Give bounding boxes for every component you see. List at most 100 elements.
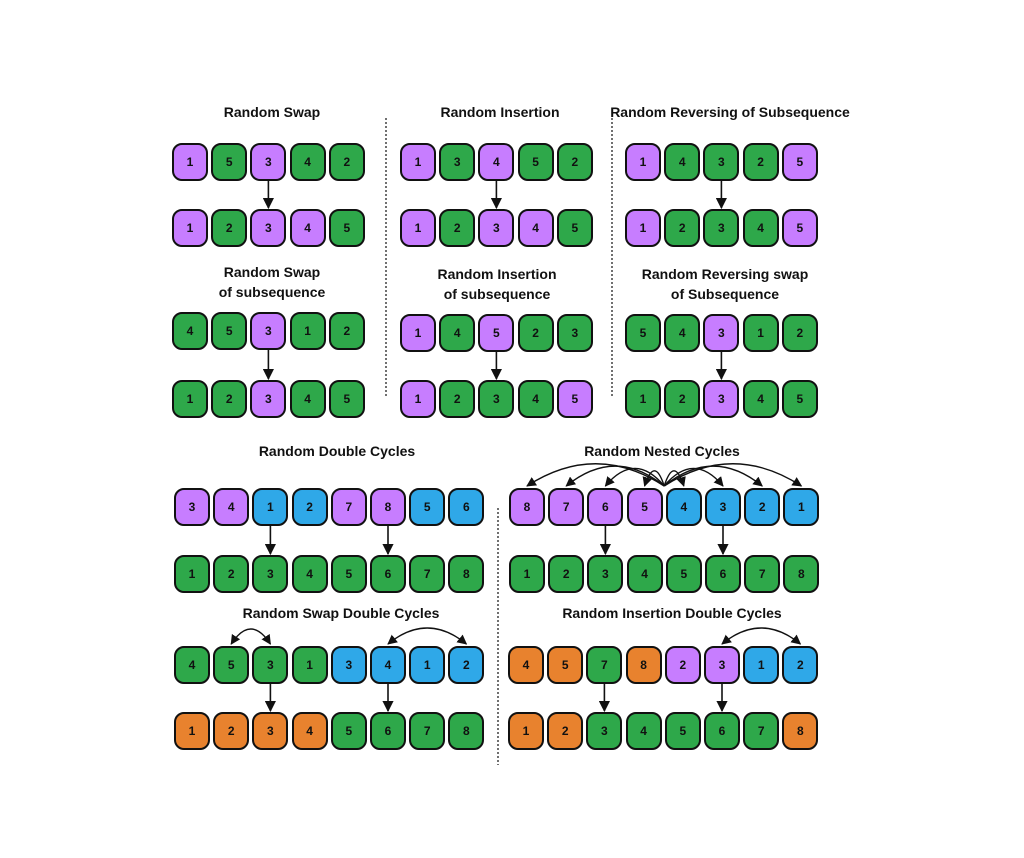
sequence-cell: 8 bbox=[448, 555, 485, 593]
sequence-cell: 4 bbox=[370, 646, 406, 684]
panel-title-line: Random Reversing of Subsequence bbox=[610, 104, 850, 120]
sequence-cell: 4 bbox=[742, 209, 779, 247]
panel-title: Random Insertion Double Cycles bbox=[522, 603, 822, 623]
sequence-cell: 1 bbox=[289, 312, 326, 350]
nested-cycle-arrow bbox=[663, 470, 686, 487]
sequence-cell: 4 bbox=[291, 712, 328, 750]
sequence-cell: 3 bbox=[252, 712, 289, 750]
sequence-cell: 4 bbox=[174, 646, 210, 684]
sequence-cell: 3 bbox=[250, 209, 287, 247]
sequence-cell: 1 bbox=[291, 646, 328, 684]
sequence-cell: 1 bbox=[625, 380, 661, 418]
nested-cycle-arrow bbox=[526, 463, 665, 487]
sequence-cell: 1 bbox=[742, 314, 779, 352]
sequence-cell: 5 bbox=[556, 209, 593, 247]
sequence-cell: 2 bbox=[448, 646, 485, 684]
sequence-cell: 5 bbox=[556, 380, 593, 418]
sequence-cell: 2 bbox=[328, 143, 365, 181]
sequence-cell: 2 bbox=[664, 209, 701, 247]
sequence-cell: 1 bbox=[625, 209, 661, 247]
sequence-cell: 3 bbox=[478, 380, 515, 418]
sequence-cell: 2 bbox=[744, 488, 781, 526]
sequence-cell: 8 bbox=[448, 712, 485, 750]
sequence-cell: 6 bbox=[587, 488, 624, 526]
sequence-cell: 6 bbox=[448, 488, 485, 526]
sequence-cell: 1 bbox=[400, 209, 436, 247]
sequence-cell: 7 bbox=[744, 555, 781, 593]
sequence-cell: 2 bbox=[782, 646, 819, 684]
sequence-cell: 1 bbox=[172, 380, 208, 418]
sequence-cell: 1 bbox=[174, 555, 210, 593]
panel-title-line: of subsequence bbox=[218, 284, 326, 300]
sequence-cell: 3 bbox=[703, 143, 740, 181]
sequence-cell: 1 bbox=[400, 380, 436, 418]
sequence-cell: 5 bbox=[330, 712, 367, 750]
sequence-cell: 3 bbox=[586, 712, 623, 750]
sequence-cell: 3 bbox=[556, 314, 593, 352]
sequence-cell: 1 bbox=[172, 143, 208, 181]
nested-cycle-arrow bbox=[663, 463, 803, 487]
sequence-cell: 3 bbox=[330, 646, 367, 684]
sequence-cell: 5 bbox=[478, 314, 515, 352]
sequence-cell: 7 bbox=[330, 488, 367, 526]
sequence-cell: 8 bbox=[782, 712, 819, 750]
panel-title-line: Random Insertion bbox=[440, 104, 560, 120]
sequence-cell: 1 bbox=[252, 488, 289, 526]
sequence-cell: 2 bbox=[556, 143, 593, 181]
sequence-cell: 5 bbox=[664, 712, 701, 750]
sequence-cell: 3 bbox=[250, 143, 287, 181]
sequence-cell: 3 bbox=[703, 314, 740, 352]
sequence-cell: 4 bbox=[213, 488, 250, 526]
sequence-cell: 6 bbox=[704, 712, 740, 750]
panel-title: Random Nested Cycles bbox=[512, 441, 812, 461]
sequence-cell: 1 bbox=[625, 143, 661, 181]
sequence-cell: 3 bbox=[252, 555, 289, 593]
sequence-cell: 3 bbox=[704, 646, 740, 684]
sequence-cell: 2 bbox=[213, 555, 250, 593]
panel-title-line: Random Swap bbox=[223, 264, 321, 280]
panel-title-line: Random Reversing swap bbox=[641, 266, 809, 282]
sequence-cell: 4 bbox=[664, 314, 701, 352]
sequence-cell: 4 bbox=[517, 380, 554, 418]
sequence-cell: 4 bbox=[289, 380, 326, 418]
sequence-cell: 4 bbox=[172, 312, 208, 350]
sequence-cell: 2 bbox=[742, 143, 779, 181]
panel-title-line: of subsequence bbox=[443, 286, 551, 302]
sequence-cell: 1 bbox=[400, 143, 436, 181]
sequence-cell: 1 bbox=[509, 555, 545, 593]
sequence-cell: 1 bbox=[783, 488, 820, 526]
sequence-cell: 6 bbox=[370, 555, 406, 593]
sequence-cell: 4 bbox=[664, 143, 701, 181]
sequence-cell: 6 bbox=[370, 712, 406, 750]
sequence-cell: 3 bbox=[252, 646, 289, 684]
sequence-cell: 5 bbox=[330, 555, 367, 593]
sequence-cell: 1 bbox=[743, 646, 780, 684]
sequence-cell: 6 bbox=[705, 555, 741, 593]
sequence-cell: 5 bbox=[328, 380, 365, 418]
sequence-cell: 2 bbox=[211, 380, 248, 418]
sequence-cell: 1 bbox=[174, 712, 210, 750]
sequence-cell: 4 bbox=[626, 555, 663, 593]
sequence-cell: 4 bbox=[742, 380, 779, 418]
sequence-cell: 1 bbox=[172, 209, 208, 247]
sequence-cell: 5 bbox=[328, 209, 365, 247]
swap-cycle-arrow bbox=[230, 628, 271, 645]
panel-title: Random Reversing of Subsequence bbox=[580, 102, 880, 122]
sequence-cell: 4 bbox=[517, 209, 554, 247]
panel-title: Random Double Cycles bbox=[187, 441, 487, 461]
sequence-cell: 4 bbox=[439, 314, 476, 352]
sequence-cell: 7 bbox=[409, 555, 446, 593]
sequence-cell: 2 bbox=[291, 488, 328, 526]
sequence-cell: 3 bbox=[439, 143, 476, 181]
panel-title-line: Random Insertion Double Cycles bbox=[562, 605, 782, 621]
sequence-cell: 5 bbox=[665, 555, 702, 593]
sequence-cell: 1 bbox=[508, 712, 544, 750]
sequence-cell: 7 bbox=[586, 646, 623, 684]
sequence-cell: 5 bbox=[781, 209, 818, 247]
sequence-cell: 7 bbox=[548, 488, 585, 526]
sequence-cell: 2 bbox=[781, 314, 818, 352]
panel-title: Random Swap of subsequence bbox=[122, 262, 422, 302]
